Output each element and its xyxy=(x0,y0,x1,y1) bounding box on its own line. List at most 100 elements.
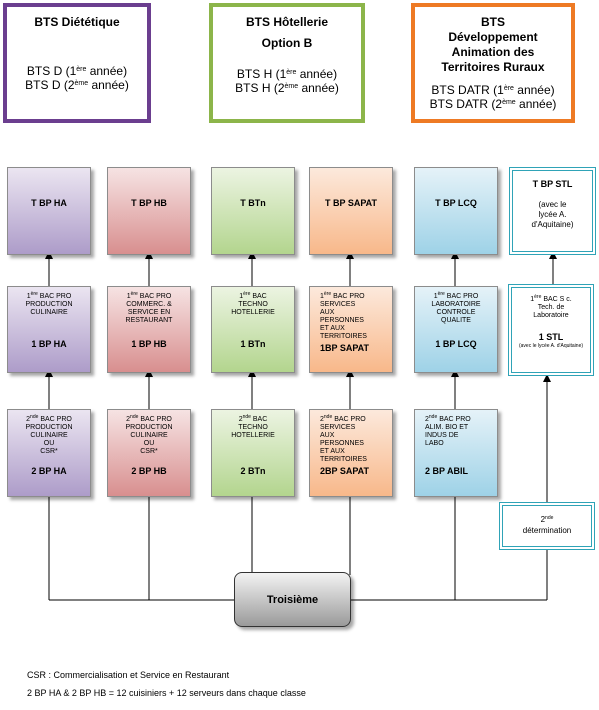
footnote-classes: 2 BP HA & 2 BP HB = 12 cuisiniers + 12 s… xyxy=(27,688,306,698)
first-box-1bpha: 1ère BAC PRO PRODUCTION CULINAIRE 1 BP H… xyxy=(7,286,91,373)
level-line: HOTELLERIE xyxy=(231,309,275,316)
level-name: T BP STL xyxy=(532,179,573,189)
second-box-2bpsapat: 2nde BAC PRO SERVICES AUX PERSONNES ET A… xyxy=(309,409,393,497)
level-line: CONTROLE xyxy=(436,309,476,316)
level-line: 1ère BAC PRO xyxy=(320,291,365,301)
level-line: PRODUCTION xyxy=(125,424,173,431)
terminal-box-tbpsapat: T BP SAPAT xyxy=(309,167,393,255)
level-line: LABO xyxy=(425,440,444,447)
level-line: LABORATOIRE xyxy=(431,301,481,308)
level-line: 2nde BAC PRO xyxy=(26,414,72,424)
level-line: SERVICES xyxy=(320,424,356,431)
level-line: CULINAIRE xyxy=(130,432,168,439)
level-name: 2 BP HB xyxy=(131,466,167,476)
level-line: SERVICE EN xyxy=(127,309,171,316)
level-line: CULINAIRE xyxy=(30,309,68,316)
bts-title: BTS Hôtellerie xyxy=(245,15,329,29)
level-line: TECHNO xyxy=(238,424,268,431)
bts-hotellerie-box: BTS Hôtellerie Option B BTS H (1ère anné… xyxy=(209,3,365,123)
first-box-1bphb: 1ère BAC PRO COMMERC. & SERVICE EN RESTA… xyxy=(107,286,191,373)
bts-year-1: BTS D (1ère année) xyxy=(26,64,128,78)
level-line: 1ère BAC PRO xyxy=(26,291,72,301)
terminal-box-tbphb: T BP HB xyxy=(107,167,191,255)
level-line: 1ère BAC xyxy=(239,291,267,301)
bts-year-1: BTS H (1ère année) xyxy=(236,67,338,81)
level-line: TECHNO xyxy=(238,301,268,308)
terminal-box-tbpstl: T BP STL (avec le lycée A. d'Aquitaine) xyxy=(509,167,596,255)
level-name: 1 BP HA xyxy=(31,339,67,349)
level-line: Laboratoire xyxy=(533,312,569,319)
troisieme-box: Troisième xyxy=(234,572,351,627)
level-line: 2nde BAC xyxy=(238,414,268,424)
bts-title-line: Territoires Ruraux xyxy=(441,60,545,74)
terminal-box-tbplcq: T BP LCQ xyxy=(414,167,498,255)
bts-option: Option B xyxy=(261,36,313,50)
level-line: OU xyxy=(143,440,155,447)
level-name: T BP HA xyxy=(31,198,67,208)
bts-title-line: Développement xyxy=(448,30,538,44)
level-name: 1 BTn xyxy=(240,339,266,349)
bts-dietetique-box: BTS Diététique BTS D (1ère année) BTS D … xyxy=(3,3,151,123)
level-line: RESTAURANT xyxy=(125,317,173,324)
level-name: 1 BP HB xyxy=(131,339,167,349)
bts-title-line: Animation des xyxy=(451,45,535,59)
level-line: AUX xyxy=(320,309,335,316)
bts-year-2: BTS D (2ème année) xyxy=(25,78,129,92)
first-box-1btn: 1ère BAC TECHNO HOTELLERIE 1 BTn xyxy=(211,286,295,373)
level-name: 1 BP LCQ xyxy=(435,339,477,349)
level-line: SERVICES xyxy=(320,301,356,308)
bts-datr-box: BTS Développement Animation des Territoi… xyxy=(411,3,575,123)
level-line: PRODUCTION xyxy=(25,301,73,308)
level-name: 2 BP HA xyxy=(31,466,67,476)
first-box-1stl: 1ère BAC S c. Tech. de Laboratoire 1 STL… xyxy=(508,284,594,376)
level-line: AUX xyxy=(320,432,335,439)
level-line: 1ère BAC PRO xyxy=(126,291,172,301)
level-name: T BP LCQ xyxy=(435,198,477,208)
level-line: 1ère BAC S c. xyxy=(530,294,572,304)
level-line: HOTELLERIE xyxy=(231,432,275,439)
bts-title: BTS Diététique xyxy=(34,15,120,29)
partner-note: (avec le lycée A. d'Aquitaine) xyxy=(531,200,574,229)
level-name: T BTn xyxy=(240,198,266,208)
first-box-1bpsapat: 1ère BAC PRO SERVICES AUX PERSONNES ET A… xyxy=(309,286,393,373)
level-name: T BP HB xyxy=(131,198,167,208)
level-line: PERSONNES xyxy=(320,440,364,447)
level-name: T BP SAPAT xyxy=(324,198,377,208)
level-line: CSR* xyxy=(140,448,158,455)
level-line: 2nde BAC PRO xyxy=(126,414,172,424)
level-line: ET AUX xyxy=(320,448,345,455)
terminal-box-tbpha: T BP HA xyxy=(7,167,91,255)
level-line: 2nde xyxy=(540,515,554,524)
level-line: 2nde BAC PRO xyxy=(425,414,471,424)
level-name: 2 BP ABIL xyxy=(425,466,469,476)
level-line: ALIM. BIO ET xyxy=(425,424,469,431)
second-box-2bpha: 2nde BAC PRO PRODUCTION CULINAIRE OU CSR… xyxy=(7,409,91,497)
first-box-1bplcq: 1ère BAC PRO LABORATOIRE CONTROLE QUALIT… xyxy=(414,286,498,373)
level-line: PRODUCTION xyxy=(25,424,73,431)
level-line: TERRITOIRES xyxy=(320,456,367,463)
terminal-box-tbtn: T BTn xyxy=(211,167,295,255)
level-line: 1ère BAC PRO xyxy=(433,291,479,301)
level-line: 2nde BAC PRO xyxy=(320,414,366,424)
bts-year-1: BTS DATR (1ère année) xyxy=(431,83,555,97)
level-name: 2BP SAPAT xyxy=(320,466,370,476)
partner-note: (avec le lycée A. d'Aquitaine) xyxy=(518,343,584,349)
level-line: CULINAIRE xyxy=(30,432,68,439)
level-line: PERSONNES xyxy=(320,317,364,324)
determination-box: 2nde détermination xyxy=(499,502,595,550)
bts-year-2: BTS H (2ème année) xyxy=(235,81,339,95)
bts-title-line: BTS xyxy=(481,15,505,29)
level-line: TERRITOIRES xyxy=(320,333,367,340)
level-line: ET AUX xyxy=(320,325,345,332)
level-line: QUALITE xyxy=(441,317,471,324)
level-line: détermination xyxy=(522,526,572,535)
footnotes: CSR : Commercialisation et Service en Re… xyxy=(27,668,587,700)
second-box-2bpabil: 2nde BAC PRO ALIM. BIO ET INDUS DE LABO … xyxy=(414,409,498,497)
level-line: OU xyxy=(43,440,55,447)
level-name: 1BP SAPAT xyxy=(320,343,370,353)
footnote-csr: CSR : Commercialisation et Service en Re… xyxy=(27,670,230,680)
level-name: 1 STL xyxy=(538,332,564,342)
level-name: 2 BTn xyxy=(240,466,266,476)
level-line: Tech. de xyxy=(537,304,565,311)
